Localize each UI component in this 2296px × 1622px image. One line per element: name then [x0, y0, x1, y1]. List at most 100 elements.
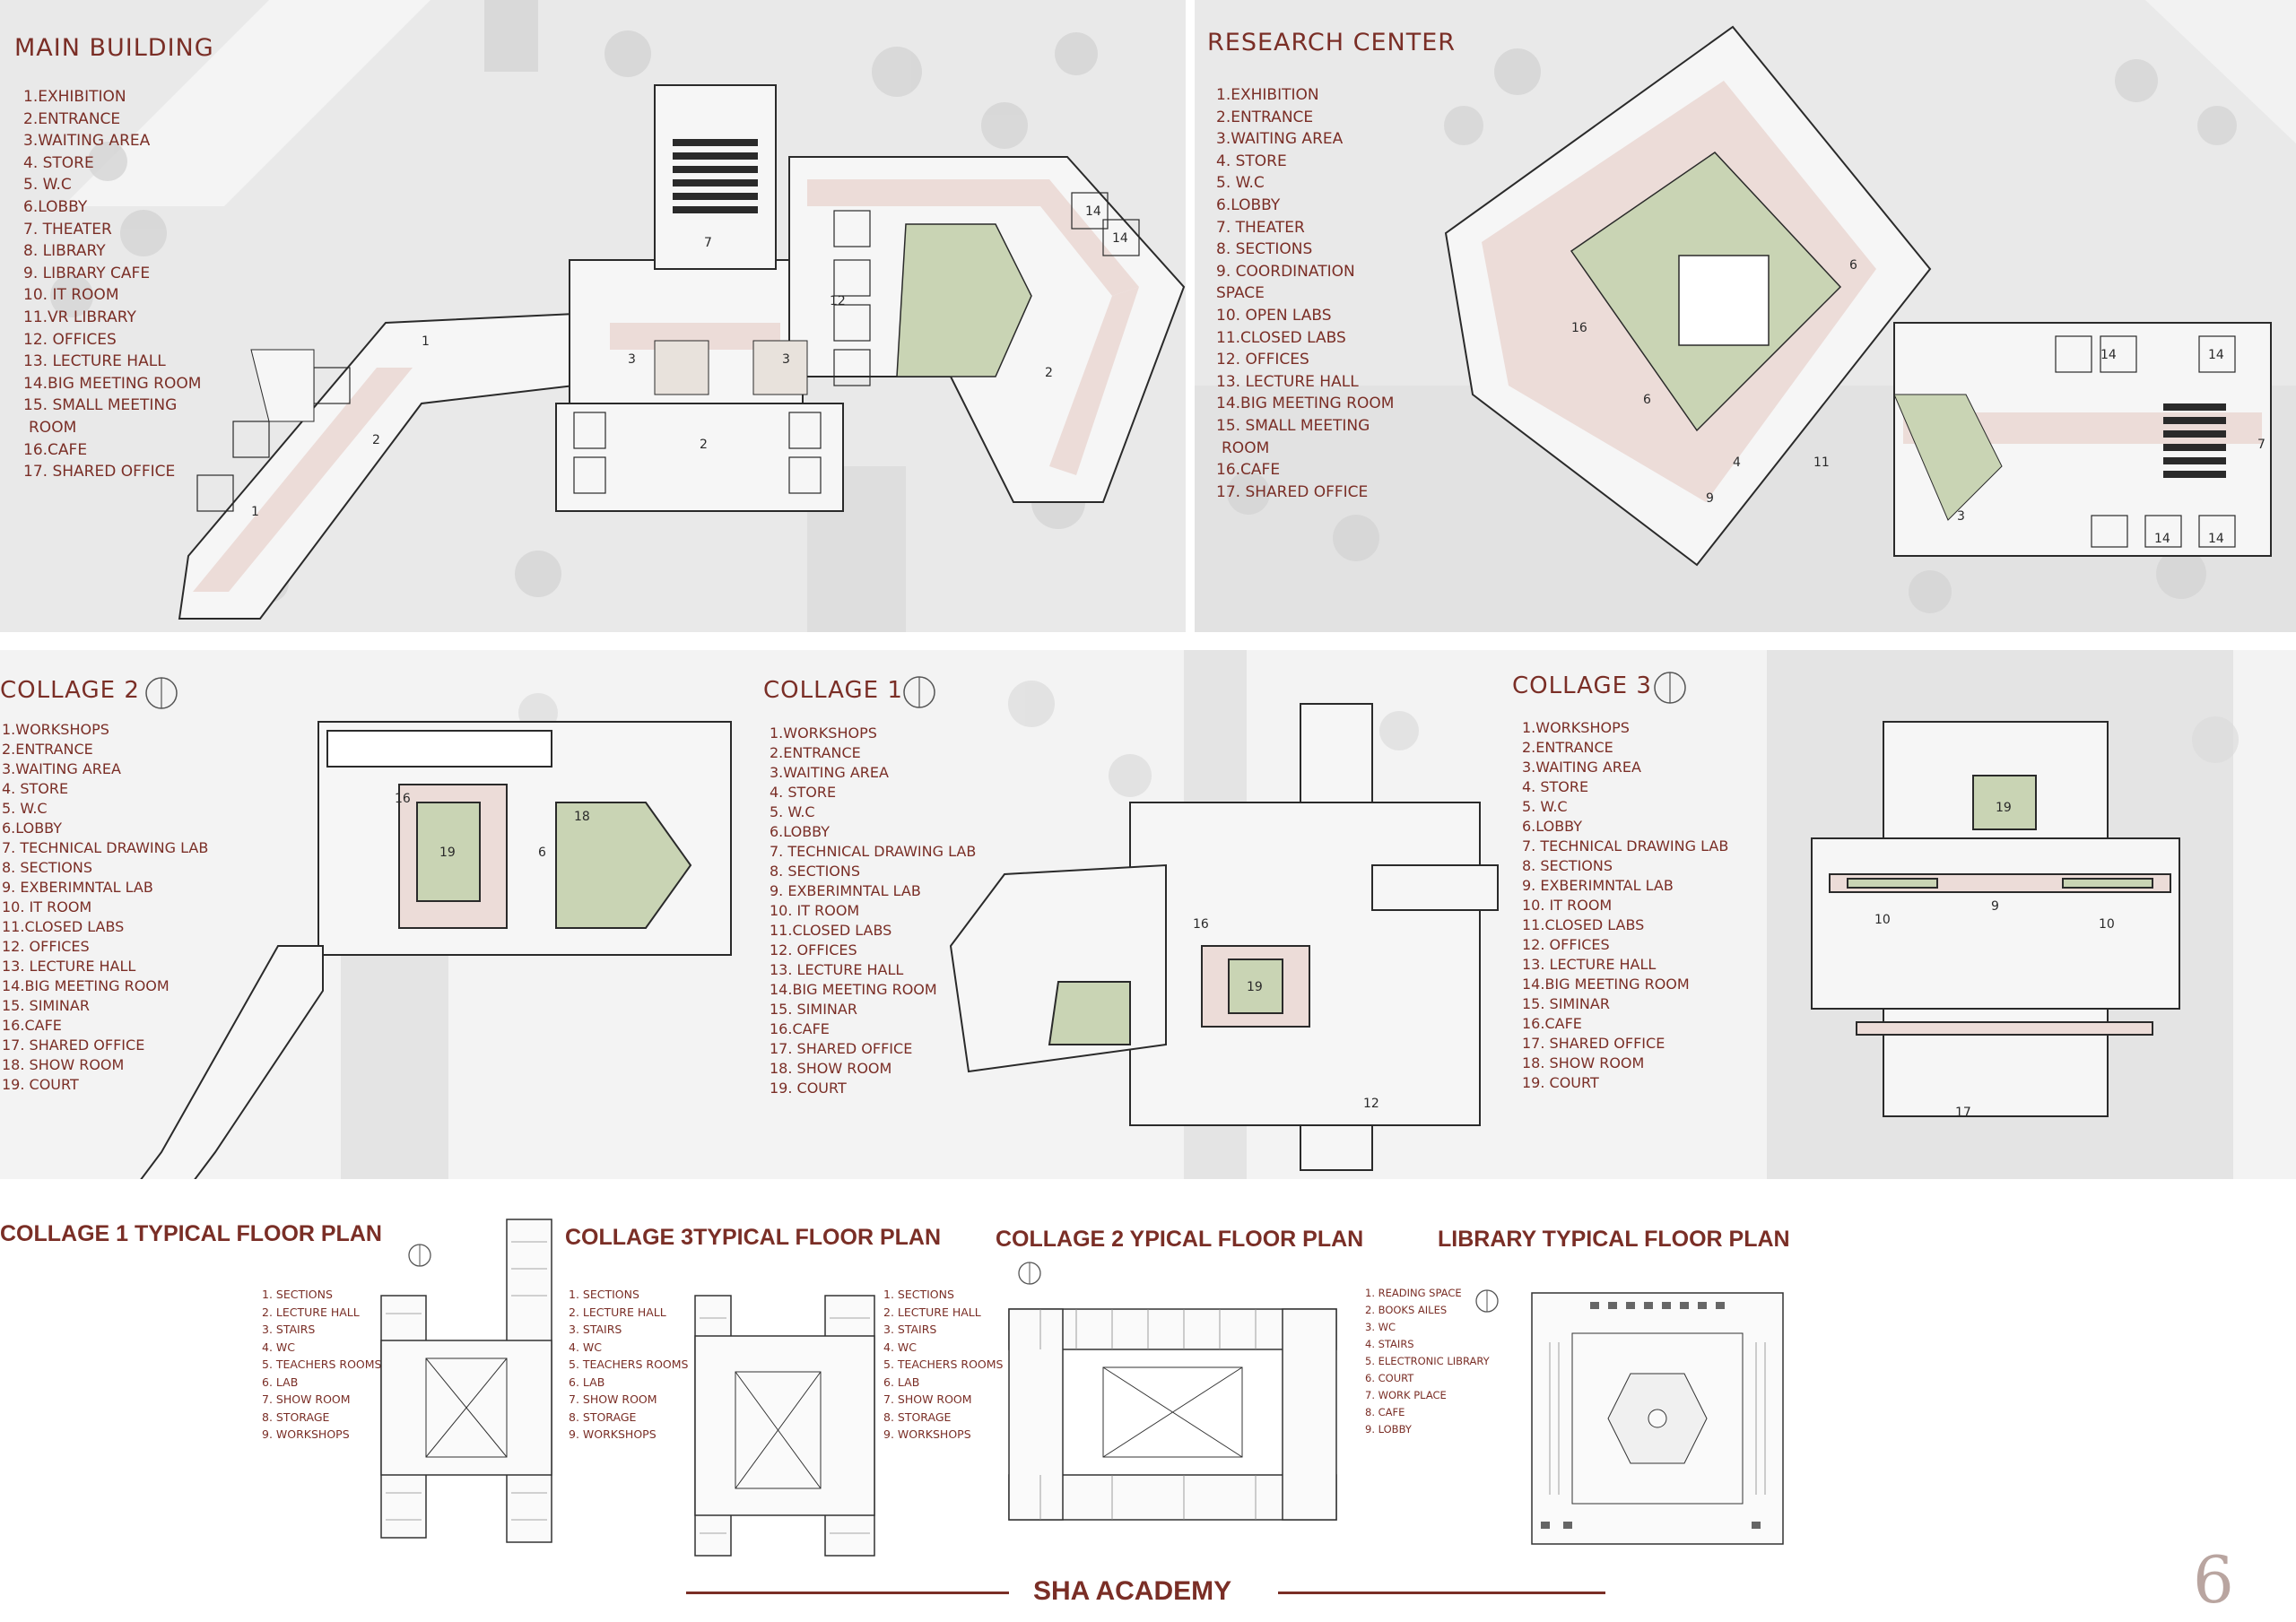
- research-center-title: RESEARCH CENTER: [1207, 29, 1457, 56]
- legend-item: 7. TECHNICAL DRAWING LAB: [2, 839, 209, 856]
- collage2-legend: 1.WORKSHOPS 2.ENTRANCE 3.WAITING AREA 4.…: [2, 720, 208, 1095]
- legend-item: 9. EXBERIMNTAL LAB: [1522, 877, 1674, 894]
- legend-item: 6.LOBBY: [23, 197, 88, 216]
- svg-text:3: 3: [1957, 509, 1965, 524]
- svg-text:10: 10: [1874, 913, 1891, 927]
- legend-item: 3.WAITING AREA: [23, 132, 151, 151]
- svg-text:17: 17: [1955, 1106, 1971, 1120]
- legend-item: 16.CAFE: [23, 440, 88, 459]
- svg-text:9: 9: [1706, 491, 1714, 506]
- legend-item: 4. WC: [883, 1340, 917, 1354]
- legend-item: 9. EXBERIMNTAL LAB: [2, 879, 153, 896]
- svg-text:9: 9: [1991, 899, 1999, 914]
- legend-item: 1. SECTIONS: [883, 1288, 954, 1301]
- legend-item: 3. STAIRS: [569, 1323, 622, 1336]
- typical-c1-title: COLLAGE 1 TYPICAL FLOOR PLAN: [0, 1221, 382, 1246]
- svg-text:6: 6: [538, 846, 546, 860]
- page-number: 6: [2193, 1542, 2234, 1618]
- legend-item: 1.WORKSHOPS: [2, 721, 109, 738]
- legend-item: 15. SMALL MEETING: [23, 396, 178, 415]
- legend-item: 1. SECTIONS: [569, 1288, 639, 1301]
- footer-rule-left: [686, 1592, 1009, 1594]
- legend-item: 2. BOOKS AILES: [1365, 1304, 1448, 1316]
- svg-text:3: 3: [628, 352, 636, 367]
- legend-item: 8. STORAGE: [569, 1409, 637, 1424]
- svg-text:12: 12: [830, 294, 846, 308]
- legend-item: 8. SECTIONS: [2, 859, 92, 876]
- svg-text:16: 16: [1193, 917, 1209, 932]
- legend-item: 14.BIG MEETING ROOM: [2, 977, 170, 994]
- legend-item: ROOM: [29, 418, 77, 437]
- legend-item: 2.ENTRANCE: [2, 741, 93, 758]
- legend-item: 7. SHOW ROOM: [883, 1392, 972, 1406]
- legend-item: 1.EXHIBITION: [1216, 86, 1319, 104]
- north-arrow-icon: [1018, 1262, 1041, 1285]
- legend-item: 14.BIG MEETING ROOM: [23, 374, 202, 393]
- legend-item: 4. STORE: [2, 780, 69, 797]
- svg-text:14: 14: [2208, 532, 2224, 546]
- typical-c1-plan: [380, 1219, 552, 1543]
- legend-item: 8. STORAGE: [262, 1409, 330, 1424]
- typical-c2-plan: [1008, 1308, 1337, 1521]
- legend-item: 14.BIG MEETING ROOM: [1216, 395, 1395, 413]
- svg-text:10: 10: [2099, 917, 2115, 932]
- legend-item: 8. STORAGE: [883, 1409, 952, 1424]
- legend-item: 2.ENTRANCE: [1522, 739, 1613, 756]
- legend-item: 6.LOBBY: [1522, 818, 1583, 835]
- legend-item: 12. OFFICES: [23, 330, 117, 349]
- legend-item: 13. LECTURE HALL: [23, 352, 166, 371]
- legend-item: 11.CLOSED LABS: [770, 922, 892, 939]
- legend-item: 1.WORKSHOPS: [1522, 719, 1630, 736]
- collage1-legend: 1.WORKSHOPS 2.ENTRANCE 3.WAITING AREA 4.…: [770, 724, 976, 1098]
- typical-c2-title: COLLAGE 2 YPICAL FLOOR PLAN: [996, 1227, 1364, 1252]
- legend-item: 11.CLOSED LABS: [1216, 328, 1346, 347]
- svg-text:7: 7: [2257, 438, 2266, 452]
- collage1-plan: [949, 703, 1499, 1171]
- legend-item: 11.CLOSED LABS: [2, 918, 125, 935]
- legend-item: 4. STORE: [770, 784, 837, 801]
- svg-text:2: 2: [1045, 366, 1053, 380]
- typical-library-plan: [1531, 1292, 1784, 1545]
- legend-item: 8. LIBRARY: [23, 242, 106, 261]
- legend-item: 11.CLOSED LABS: [1522, 916, 1645, 933]
- svg-text:14: 14: [2154, 532, 2170, 546]
- legend-item: 3.WAITING AREA: [770, 764, 889, 781]
- legend-item: 4. STAIRS: [1365, 1338, 1414, 1350]
- typical-c2-legend: 1. SECTIONS 2. LECTURE HALL 3. STAIRS 4.…: [883, 1286, 1003, 1444]
- legend-item: 5. W.C: [770, 803, 815, 820]
- legend-item: SPACE: [1216, 284, 1265, 303]
- legend-item: 3. WC: [1365, 1321, 1396, 1333]
- legend-item: 13. LECTURE HALL: [1522, 956, 1657, 973]
- legend-item: 8. SECTIONS: [1522, 857, 1613, 874]
- legend-item: 2. LECTURE HALL: [262, 1305, 360, 1319]
- legend-item: 11.VR LIBRARY: [23, 308, 136, 326]
- legend-item: 7. TECHNICAL DRAWING LAB: [1522, 837, 1729, 854]
- svg-text:11: 11: [1813, 455, 1830, 470]
- legend-item: 15. SMALL MEETING: [1216, 416, 1370, 435]
- collage1-title: COLLAGE 1: [763, 677, 903, 704]
- svg-text:6: 6: [1643, 393, 1651, 407]
- legend-item: 8. SECTIONS: [770, 863, 860, 880]
- north-arrow-icon: [1475, 1289, 1499, 1313]
- footer-title: SHA ACADEMY: [1033, 1576, 1232, 1606]
- legend-item: 12. OFFICES: [1216, 351, 1309, 369]
- legend-item: 5. TEACHERS ROOMS: [883, 1357, 1004, 1371]
- legend-item: 12. OFFICES: [2, 938, 90, 955]
- legend-item: 4. WC: [569, 1340, 602, 1354]
- legend-item: 6. LAB: [569, 1375, 605, 1389]
- legend-item: 3.WAITING AREA: [1216, 130, 1344, 149]
- legend-item: 2.ENTRANCE: [23, 109, 121, 128]
- legend-item: 7. THEATER: [23, 220, 112, 239]
- legend-item: 5. W.C: [1522, 798, 1568, 815]
- legend-item: 4. STORE: [1522, 778, 1589, 795]
- legend-item: 4. STORE: [1216, 152, 1287, 170]
- footer-rule-right: [1278, 1592, 1605, 1594]
- svg-text:1: 1: [251, 505, 259, 519]
- legend-item: 7. THEATER: [1216, 218, 1305, 237]
- legend-item: 10. IT ROOM: [2, 898, 92, 915]
- svg-text:6: 6: [1849, 258, 1857, 273]
- north-arrow-icon: [408, 1244, 431, 1267]
- legend-item: 10. IT ROOM: [23, 286, 119, 305]
- north-arrow-icon: [1654, 672, 1686, 704]
